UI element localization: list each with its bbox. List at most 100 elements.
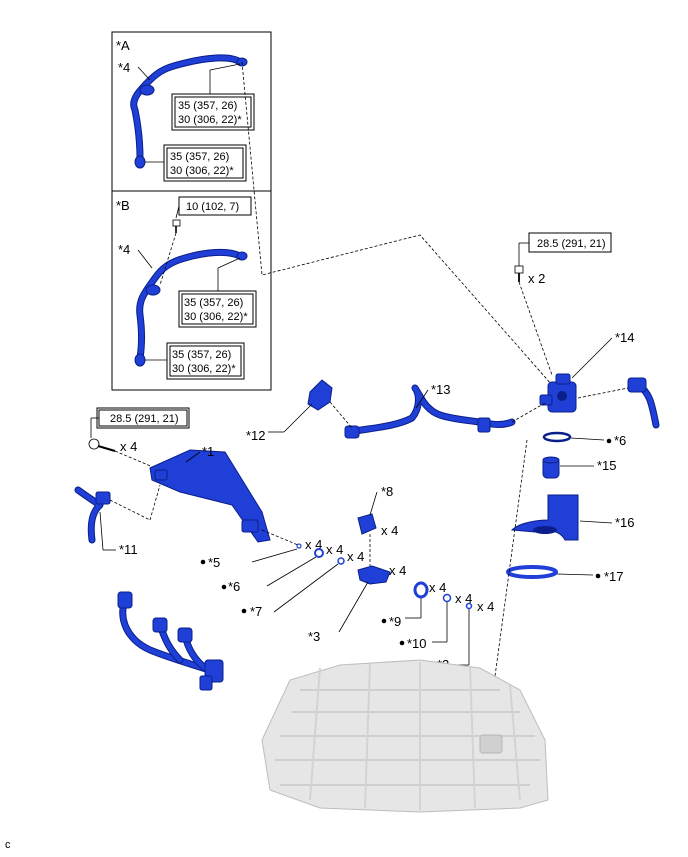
svg-text:28.5 (291, 21): 28.5 (291, 21) <box>110 413 179 425</box>
pump-lifter <box>542 456 560 479</box>
callout-6b-dot <box>606 438 612 444</box>
svg-text:28.5 (291, 21): 28.5 (291, 21) <box>537 238 606 250</box>
pump-insulator <box>510 494 579 541</box>
connector-12 <box>307 379 333 411</box>
pump-to-hose-dash <box>577 387 629 399</box>
view-b-bolt-dash <box>159 232 177 286</box>
rail-bolt-torque: 28.5 (291, 21) <box>96 407 190 429</box>
part-3-injector <box>357 565 391 585</box>
engine-block <box>261 659 549 813</box>
harness-11-dash-2 <box>149 484 161 521</box>
callout-16-leader <box>579 520 613 524</box>
view-b-part-label: *4 <box>118 242 130 257</box>
callout-10: *10 <box>407 636 427 651</box>
callout-8: *8 <box>381 484 393 499</box>
callout-14-leader <box>571 337 613 379</box>
callout-6b: *6 <box>614 433 626 448</box>
callout-17-dot <box>595 573 601 579</box>
pump-o-ring <box>542 431 572 443</box>
part-5 <box>296 543 302 549</box>
pump-outlet-hose <box>627 377 660 429</box>
pump-gasket <box>506 565 558 579</box>
svg-text:30 (306, 22)*: 30 (306, 22)* <box>172 363 236 375</box>
qty-3: x 4 <box>389 563 406 578</box>
callout-3: *3 <box>308 629 320 644</box>
harness-11-dash <box>109 499 151 521</box>
view-a-part-label: *4 <box>118 60 130 75</box>
view-b-torque-upper: 35 (357, 26) 30 (306, 22)* <box>178 290 257 328</box>
part-6 <box>314 548 324 558</box>
fuel-pump <box>539 373 577 413</box>
corner-mark: c <box>5 839 11 851</box>
view-b-bolt-torque: 10 (102, 7) <box>178 196 252 216</box>
callout-13: *13 <box>431 382 451 397</box>
callout-3-leader <box>338 581 369 633</box>
view-b-bolt <box>172 219 181 233</box>
connector-12-dash <box>329 401 353 429</box>
part-10-seal <box>442 593 452 603</box>
wire-harness-11 <box>74 486 111 544</box>
callout-1-leader <box>185 451 201 463</box>
fuel-hose-13 <box>344 384 516 439</box>
pump-bolt-dash <box>518 281 553 376</box>
callout-12: *12 <box>246 428 266 443</box>
callout-14: *14 <box>615 330 635 345</box>
inset-frame <box>111 31 272 391</box>
view-b-part-leader <box>137 249 153 269</box>
callout-5-leader <box>251 548 298 563</box>
view-a-part-leader <box>137 66 151 81</box>
view-b-upper-leader-2 <box>217 257 241 269</box>
ignition-harness <box>117 591 224 691</box>
fuel-rail <box>149 449 271 543</box>
callout-5-dot <box>200 559 206 565</box>
callout-17: *17 <box>604 569 624 584</box>
rail-bolt-qty: x 4 <box>120 439 137 454</box>
pump-bolt-torque: 28.5 (291, 21) <box>528 232 612 253</box>
qty-9: x 4 <box>429 580 446 595</box>
callout-1: *1 <box>202 444 214 459</box>
callout-8-leader <box>369 491 378 516</box>
callout-7-leader <box>273 563 339 613</box>
inset-to-pump-dash <box>241 61 553 386</box>
pump-bolt-qty: x 2 <box>528 271 545 286</box>
callout-10-dot <box>399 640 405 646</box>
callout-6b-leader <box>570 437 605 441</box>
qty-8: x 4 <box>381 523 398 538</box>
svg-text:30 (306, 22)*: 30 (306, 22)* <box>170 165 234 177</box>
callout-6a-leader <box>266 556 317 587</box>
callout-6a: *6 <box>228 579 240 594</box>
qty-2: x 4 <box>477 599 494 614</box>
qty-10: x 4 <box>455 591 472 606</box>
view-b-fuel-pipe <box>134 248 248 367</box>
callout-12-leader <box>283 403 313 433</box>
callout-11-leader <box>99 511 104 551</box>
view-b-torque-lower: 35 (357, 26) 30 (306, 22)* <box>166 342 245 380</box>
svg-text:35 (357, 26): 35 (357, 26) <box>184 297 243 309</box>
callout-13-leader <box>415 389 429 409</box>
view-a-upper-leader-2 <box>209 63 241 71</box>
rail-to-injector-dash <box>261 529 299 546</box>
callout-6a-dot <box>221 584 227 590</box>
view-a-torque-lower: 35 (357, 26) 30 (306, 22)* <box>163 144 247 182</box>
callout-9-dot <box>381 618 387 624</box>
callout-15: *15 <box>597 458 617 473</box>
callout-17-leader <box>556 573 594 576</box>
svg-text:30 (306, 22)*: 30 (306, 22)* <box>178 114 242 126</box>
view-b-bolt-leader <box>175 205 180 219</box>
callout-11: *11 <box>119 542 138 557</box>
rail-bolt-icon <box>88 438 116 452</box>
svg-text:35 (357, 26): 35 (357, 26) <box>178 100 237 112</box>
hose-to-pump-dash <box>511 402 546 423</box>
view-a-label: *A <box>116 38 130 53</box>
qty-3a: x 4 <box>347 549 364 564</box>
svg-text:35 (357, 26): 35 (357, 26) <box>172 349 231 361</box>
pump-bolt-icon <box>514 265 524 282</box>
view-a-torque-upper: 35 (357, 26) 30 (306, 22)* <box>171 93 255 131</box>
callout-7: *7 <box>250 604 262 619</box>
svg-text:10 (102, 7): 10 (102, 7) <box>186 201 239 213</box>
view-b-label: *B <box>116 198 130 213</box>
part-9-ring <box>413 581 429 599</box>
callout-5: *5 <box>208 555 220 570</box>
